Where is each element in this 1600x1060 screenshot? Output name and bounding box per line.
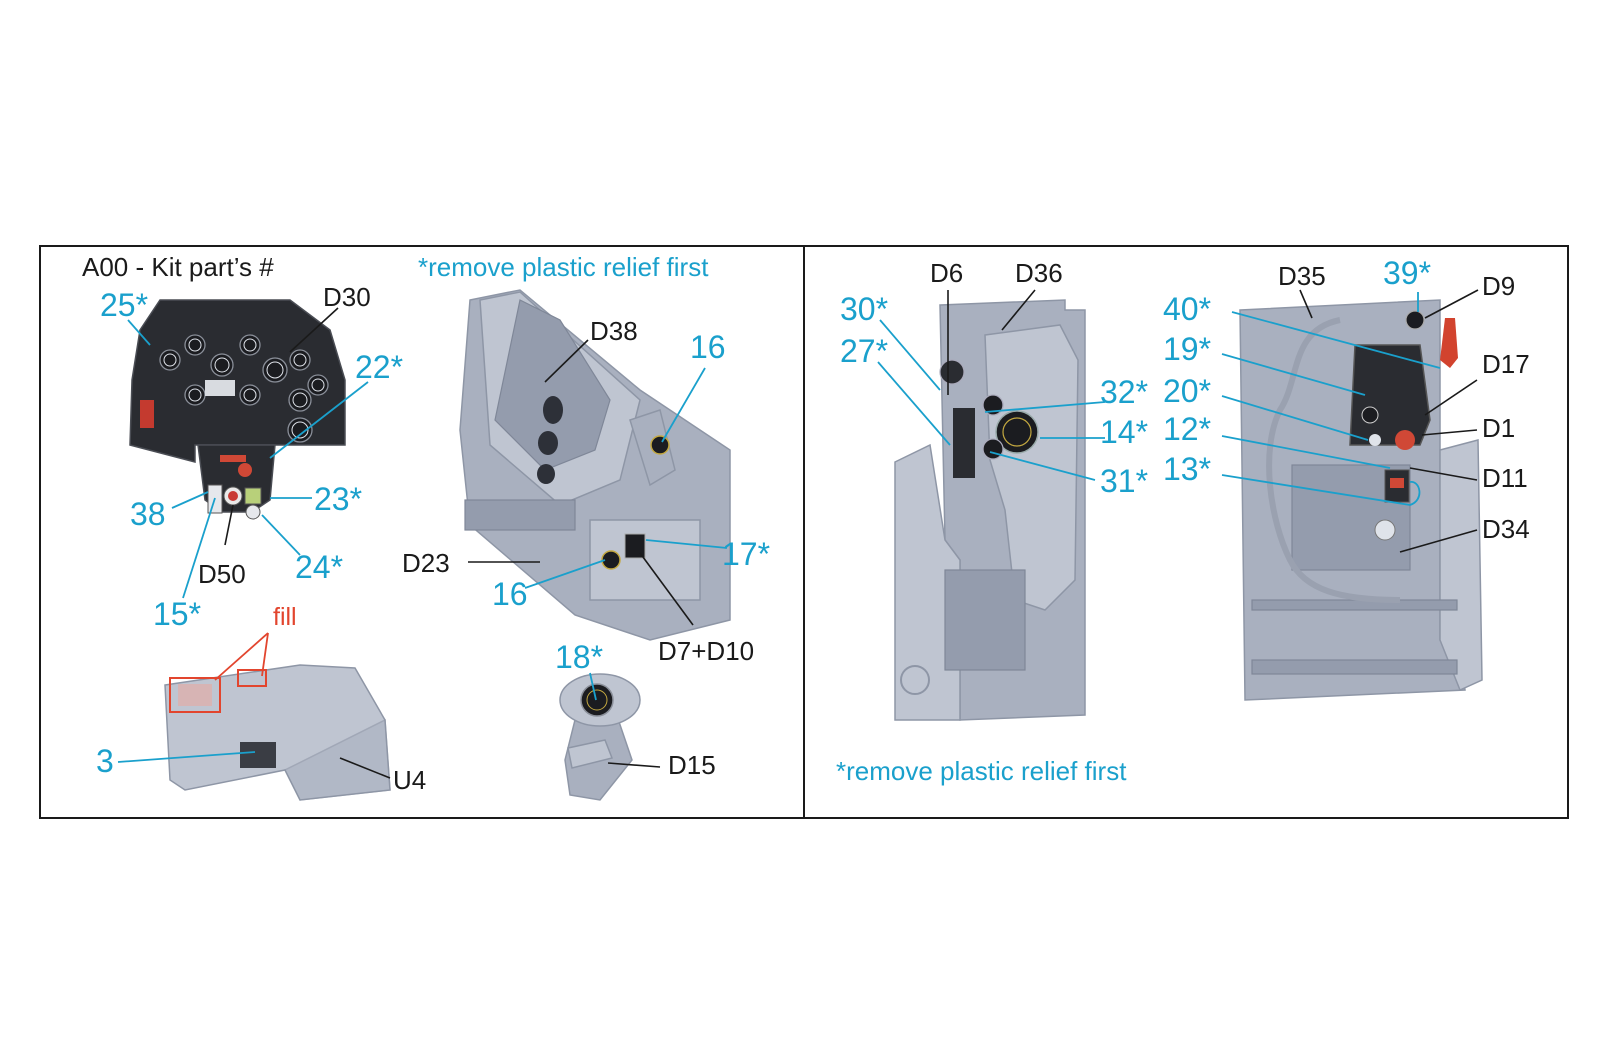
label-15: 15* — [153, 596, 201, 632]
label-18: 18* — [555, 639, 603, 675]
label-d35: D35 — [1278, 261, 1326, 291]
label-13: 13* — [1163, 451, 1211, 487]
label-38: 38 — [130, 496, 166, 532]
label-3: 3 — [96, 743, 114, 779]
label-16-bottom: 16 — [492, 576, 528, 612]
label-27: 27* — [840, 333, 888, 369]
label-d6: D6 — [930, 258, 963, 288]
label-d36: D36 — [1015, 258, 1063, 288]
label-25: 25* — [100, 287, 148, 323]
right-leader-lines — [877, 289, 1479, 553]
kit-part-note: A00 - Kit part’s # — [82, 252, 274, 282]
label-17: 17* — [722, 536, 770, 572]
label-d7-d10: D7+D10 — [658, 636, 754, 666]
label-u4: U4 — [393, 765, 426, 795]
label-d38: D38 — [590, 316, 638, 346]
label-19: 19* — [1163, 331, 1211, 367]
remove-relief-note-bottom: *remove plastic relief first — [836, 756, 1127, 786]
label-39: 39* — [1383, 255, 1431, 291]
right-side-wall-illustration — [1239, 299, 1483, 701]
label-24: 24* — [295, 549, 343, 585]
label-d1: D1 — [1482, 413, 1515, 443]
label-12: 12* — [1163, 411, 1211, 447]
fill-note: fill — [273, 603, 297, 631]
label-22: 22* — [355, 349, 403, 385]
label-32: 32* — [1100, 374, 1148, 410]
label-20: 20* — [1163, 373, 1211, 409]
label-d34: D34 — [1482, 514, 1530, 544]
left-leader-lines — [117, 307, 728, 779]
label-14: 14* — [1100, 414, 1148, 450]
label-d11: D11 — [1482, 463, 1528, 493]
side-panel-u4-illustration — [164, 664, 391, 801]
label-d9: D9 — [1482, 271, 1515, 301]
instrument-panel-illustration — [129, 299, 346, 520]
label-d17: D17 — [1482, 349, 1530, 379]
knob-d15-illustration — [559, 673, 641, 801]
label-31: 31* — [1100, 463, 1148, 499]
label-d15: D15 — [668, 750, 716, 780]
label-d30: D30 — [323, 282, 371, 312]
label-d23: D23 — [402, 548, 450, 578]
label-40: 40* — [1163, 291, 1211, 327]
remove-relief-note-top: *remove plastic relief first — [418, 252, 709, 282]
label-16-top: 16 — [690, 329, 726, 365]
label-23: 23* — [314, 481, 362, 517]
label-30: 30* — [840, 291, 888, 327]
right-panel-frame — [803, 245, 1569, 819]
label-d50: D50 — [198, 559, 246, 589]
seat-illustration — [459, 289, 731, 641]
left-side-wall-illustration — [894, 299, 1086, 721]
